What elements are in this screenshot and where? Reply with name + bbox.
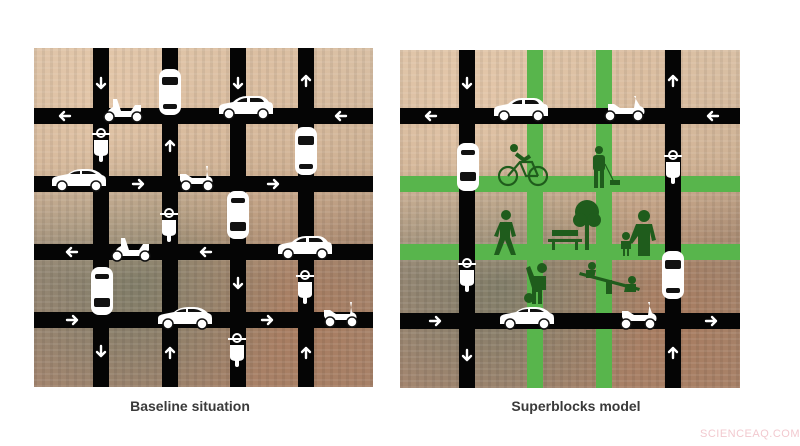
arrow-left-icon: [65, 246, 79, 258]
car-icon: [498, 306, 558, 330]
car-icon: [226, 190, 250, 240]
arrow-right-icon: [131, 178, 145, 190]
scooter-icon: [178, 164, 216, 192]
arrow-right-icon: [704, 315, 718, 327]
arrow-left-icon: [424, 110, 438, 122]
arrow-right-icon: [65, 314, 79, 326]
arrow-left-icon: [334, 110, 348, 122]
scooter-icon: [296, 270, 314, 304]
baseline-panel: [34, 48, 373, 387]
pedestrian-icon: [492, 210, 520, 256]
arrow-up-icon: [667, 74, 679, 88]
arrow-right-icon: [266, 178, 280, 190]
seesaw-icon: [578, 262, 642, 298]
arrow-left-icon: [706, 110, 720, 122]
cyclist-icon: [498, 142, 548, 188]
car-icon: [456, 142, 480, 192]
car-icon: [156, 306, 214, 330]
arrow-down-icon: [461, 76, 473, 90]
scooter-icon: [101, 95, 145, 123]
arrow-down-icon: [232, 276, 244, 290]
arrow-down-icon: [461, 348, 473, 362]
scooter-icon: [664, 150, 682, 184]
car-icon: [661, 250, 685, 300]
scooter-icon: [602, 94, 646, 122]
car-icon: [158, 68, 182, 116]
scooter-icon: [322, 300, 360, 328]
scooter-icon: [458, 258, 476, 292]
arrow-down-icon: [95, 344, 107, 358]
arrow-left-icon: [58, 110, 72, 122]
car-icon: [90, 266, 114, 316]
watermark: SCIENCEAQ.COM: [700, 428, 800, 440]
arrow-down-icon: [95, 76, 107, 90]
parent-child-icon: [618, 210, 658, 256]
arrow-down-icon: [232, 76, 244, 90]
green-street: [400, 244, 740, 260]
arrow-up-icon: [164, 139, 176, 153]
arrow-up-icon: [300, 346, 312, 360]
arrow-right-icon: [428, 315, 442, 327]
arrow-up-icon: [164, 346, 176, 360]
scooter-icon: [92, 128, 110, 162]
superblocks-panel: [400, 50, 740, 388]
horizontal-road: [400, 108, 740, 124]
arrow-left-icon: [199, 246, 213, 258]
car-icon: [492, 98, 550, 122]
bench-icon: [548, 230, 582, 250]
vertical-road: [665, 50, 681, 388]
scooter-icon: [109, 234, 153, 262]
green-street: [596, 50, 612, 388]
vertical-road: [459, 50, 475, 388]
baseline-caption: Baseline situation: [130, 398, 250, 414]
arrow-right-icon: [260, 314, 274, 326]
green-street: [400, 176, 740, 192]
dog-walker-icon: [590, 146, 622, 192]
city-aerial-background: [400, 50, 740, 388]
superblocks-caption: Superblocks model: [511, 398, 641, 414]
car-icon: [294, 126, 318, 176]
car-icon: [217, 96, 275, 120]
city-aerial-background: [34, 48, 373, 387]
car-icon: [276, 236, 334, 260]
car-icon: [50, 168, 108, 192]
direction-arrows: [58, 74, 348, 360]
arrow-up-icon: [667, 346, 679, 360]
direction-arrows: [424, 74, 720, 362]
scooter-icon: [228, 333, 246, 367]
tree-icon: [572, 198, 602, 250]
scooter-icon: [618, 300, 658, 330]
scooter-icon: [160, 208, 178, 242]
arrow-up-icon: [300, 74, 312, 88]
child-playing-icon: [524, 262, 552, 304]
